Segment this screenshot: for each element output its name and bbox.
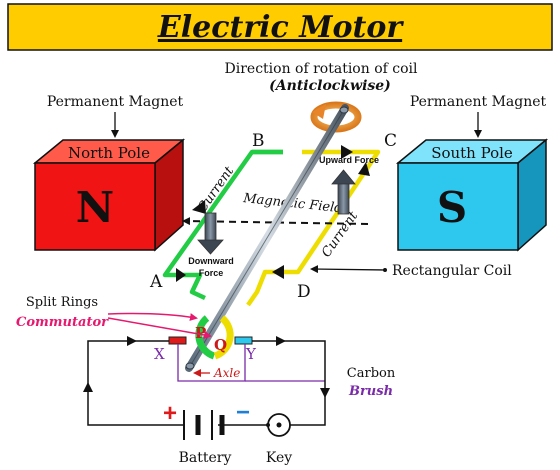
brush-connector <box>177 344 246 382</box>
downward-force-label-line1: Downward <box>188 256 234 266</box>
coil-arrow-top <box>341 145 353 159</box>
corner-d: D <box>297 282 311 302</box>
commutator-label: Commutator <box>16 315 109 330</box>
right-magnet-caption: Permanent Magnet <box>410 94 547 110</box>
rectangular-coil-pointer <box>310 265 386 274</box>
ring-q-label: Q <box>214 336 227 354</box>
battery-symbol <box>183 410 225 440</box>
rotation-label: Direction of rotation of coil <box>225 61 418 77</box>
page-title: Electric Motor <box>157 10 404 45</box>
corner-a: A <box>149 272 163 292</box>
battery-plus: + <box>163 400 177 427</box>
brush-y <box>234 336 253 345</box>
brush-label: Brush <box>348 384 393 399</box>
circuit-arrow-top-right <box>276 336 286 346</box>
ring-p-label: P <box>195 324 206 342</box>
axle-end-bottom <box>185 362 195 370</box>
battery-label: Battery <box>179 450 232 466</box>
rotation-direction: (Anticlockwise) <box>269 78 391 94</box>
split-rings-label: Split Rings <box>26 295 98 310</box>
north-pole-label: North Pole <box>68 144 150 162</box>
title-band <box>7 3 553 51</box>
split-ring-q <box>213 315 234 360</box>
upward-force-arrow <box>331 169 356 215</box>
upward-force-label: Upward Force <box>319 155 379 165</box>
coil-arrow-left <box>192 200 206 214</box>
key-symbol <box>266 413 297 437</box>
carbon-label: Carbon <box>347 366 396 381</box>
corner-c: C <box>384 131 397 151</box>
circuit-arrow-top-left <box>127 336 137 346</box>
axle-rod-outline <box>188 107 346 369</box>
coil-arrow-bottom <box>272 265 284 279</box>
circuit-arrow-right <box>320 388 330 398</box>
axle-end-top <box>339 106 349 114</box>
circuit-arrow-left <box>83 382 93 392</box>
split-ring-p <box>195 315 216 360</box>
magnetic-field-line <box>182 217 369 226</box>
downward-force-arrow <box>197 212 224 255</box>
corner-b: B <box>252 131 265 151</box>
axle-label: Axle <box>213 366 240 380</box>
downward-force-label-line2: Force <box>199 268 224 278</box>
commutator-pointer-1 <box>107 312 198 321</box>
brush-y-label: Y <box>245 345 257 363</box>
battery-minus: − <box>236 399 250 426</box>
commutator-pointer-2 <box>107 317 212 339</box>
south-magnet <box>395 138 549 252</box>
key-label: Key <box>266 450 292 466</box>
left-magnet-caption: Permanent Magnet <box>47 94 184 110</box>
current-left-label: Current <box>195 163 238 215</box>
coil-arrow-right <box>358 162 370 176</box>
circuit-wire-right <box>252 340 326 426</box>
coil-yellow-side <box>246 149 381 307</box>
north-letter: N <box>76 183 114 232</box>
south-letter: S <box>437 183 467 232</box>
brush-x <box>168 336 187 345</box>
rectangular-coil-label: Rectangular Coil <box>392 263 512 279</box>
brush-x-label: X <box>154 345 165 363</box>
coil-arrow-green-lower <box>176 268 186 282</box>
south-pole-label: South Pole <box>431 144 513 162</box>
